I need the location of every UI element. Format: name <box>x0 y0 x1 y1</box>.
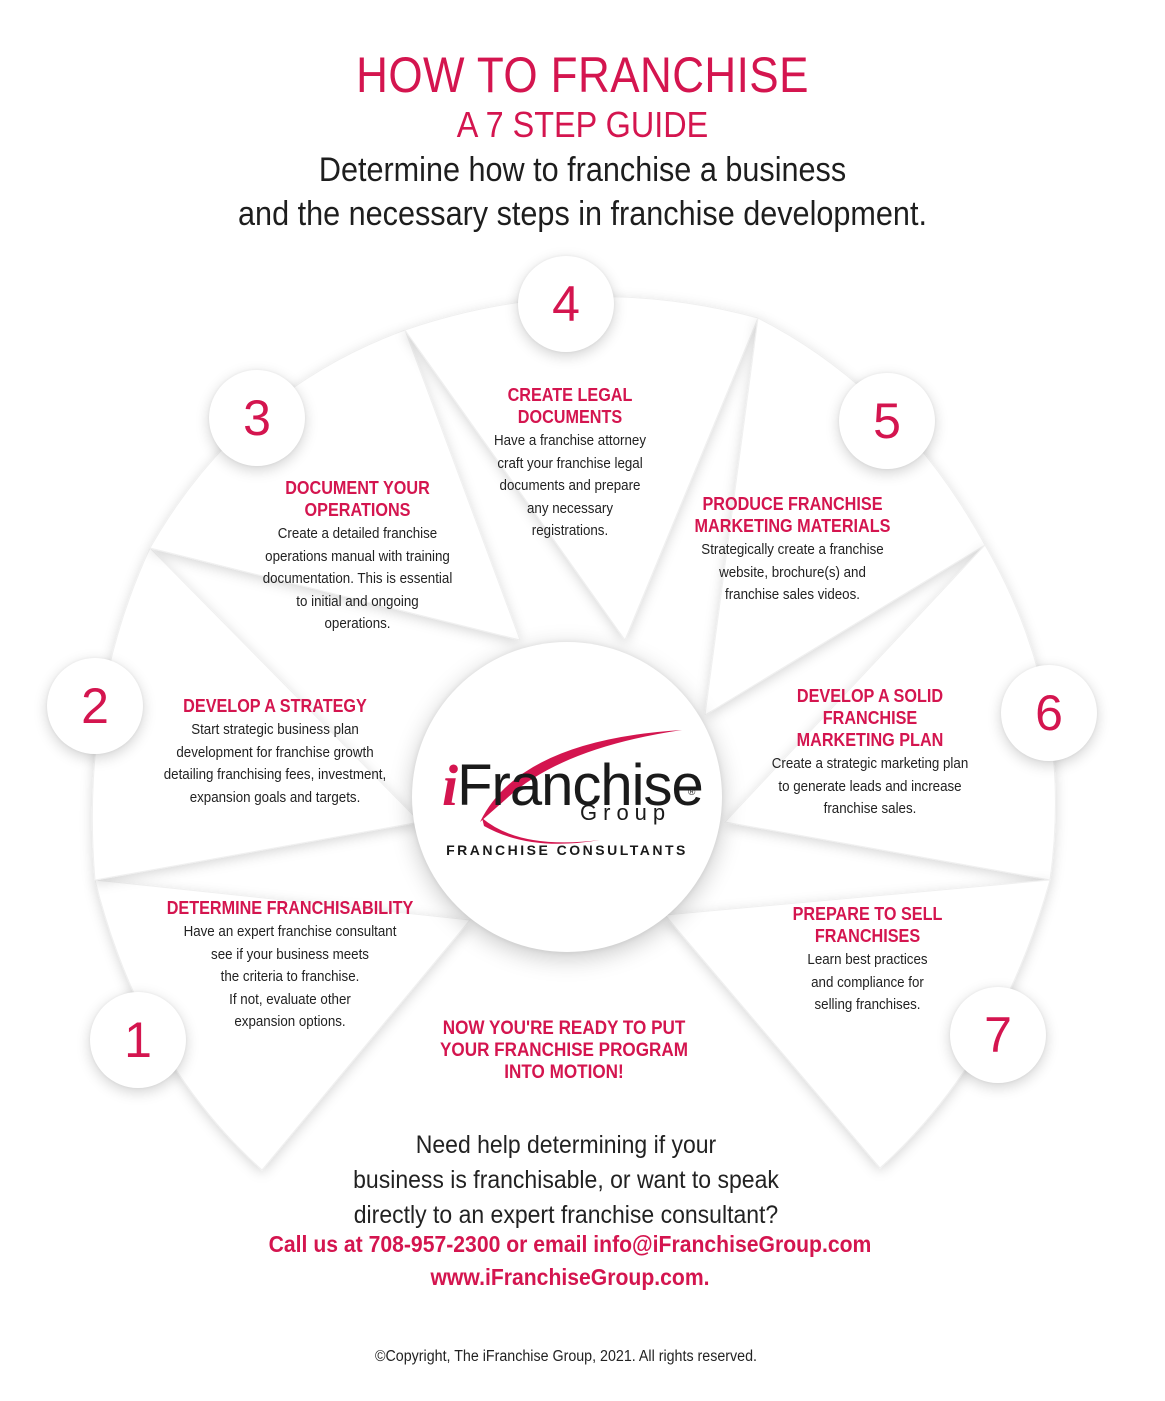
title-line: FRANCHISE <box>822 708 918 728</box>
step-title: PRODUCE FRANCHISE MARKETING MATERIALS <box>682 493 903 537</box>
desc-line: franchise sales videos. <box>725 587 860 603</box>
step-description: Learn best practices and compliance for … <box>764 949 971 1017</box>
step-description: Start strategic business plan developmen… <box>151 719 399 809</box>
title-line: DOCUMENTS <box>517 407 623 427</box>
title-line: FRANCHISES <box>814 926 921 946</box>
step-description: Have an expert franchise consultant see … <box>161 921 419 1034</box>
step-title: DETERMINE FRANCHISABILITY <box>166 898 414 918</box>
title-line: CREATE LEGAL <box>507 385 633 405</box>
help-line: directly to an expert franchise consulta… <box>353 1201 779 1229</box>
title-line: DOCUMENT YOUR <box>285 478 430 498</box>
step-title: CREATE LEGAL DOCUMENTS <box>476 384 665 428</box>
step-number-label: 1 <box>124 1012 152 1068</box>
logo-wordmark: iFranchise <box>442 752 704 819</box>
step-number-6: 6 <box>1001 665 1097 761</box>
desc-line: If not, evaluate other <box>229 991 351 1008</box>
desc-line: and compliance for <box>811 974 924 991</box>
desc-line: selling franchises. <box>814 997 921 1013</box>
step-5-content: PRODUCE FRANCHISE MARKETING MATERIALS St… <box>670 493 915 607</box>
step-description: Create a detailed franchise operations m… <box>245 523 470 636</box>
logo-registered-mark: ® <box>688 787 696 798</box>
cta-motion: NOW YOU'RE READY TO PUT YOUR FRANCHISE P… <box>56 1018 1071 1084</box>
desc-line: Create a strategic marketing plan <box>771 756 969 772</box>
desc-line: Learn best practices <box>807 952 928 968</box>
help-line: Need help determining if your <box>415 1131 717 1159</box>
step-number-7: 7 <box>950 987 1046 1083</box>
step-description: Strategically create a franchise website… <box>680 539 905 607</box>
title-line: DEVELOP A SOLID <box>796 686 944 706</box>
desc-line: to generate leads and increase <box>778 778 962 795</box>
step-description: Create a strategic marketing plan to gen… <box>760 753 981 821</box>
title-line: PRODUCE FRANCHISE <box>702 494 883 514</box>
desc-line: documents and prepare <box>499 478 641 494</box>
step-title: DOCUMENT YOUR OPERATIONS <box>247 477 468 521</box>
step-1-content: DETERMINE FRANCHISABILITY Have an expert… <box>150 897 430 1034</box>
step-number-3: 3 <box>209 370 305 466</box>
intro-line: and the necessary steps in franchise dev… <box>238 195 927 233</box>
desc-line: expansion options. <box>234 1014 346 1030</box>
desc-line: registrations. <box>531 523 609 539</box>
title-line: OPERATIONS <box>304 500 411 520</box>
page-title: HOW TO FRANCHISE <box>356 47 809 103</box>
step-number-label: 6 <box>1035 685 1063 741</box>
step-number-label: 7 <box>984 1007 1012 1063</box>
cta-line: NOW YOU'RE READY TO PUT <box>442 1018 686 1039</box>
step-title: DEVELOP A STRATEGY <box>183 696 367 716</box>
desc-line: franchise sales. <box>823 801 917 817</box>
desc-line: website, brochure(s) and <box>719 564 866 581</box>
help-line: business is franchisable, or want to spe… <box>353 1166 779 1194</box>
page-subtitle: A 7 STEP GUIDE <box>456 104 709 145</box>
step-4-content: CREATE LEGAL DOCUMENTS Have a franchise … <box>465 384 675 543</box>
logo-i: i <box>442 753 458 818</box>
desc-line: Have a franchise attorney <box>493 433 647 449</box>
desc-line: see if your business meets <box>211 946 369 963</box>
desc-line: craft your franchise legal <box>497 455 643 472</box>
step-title: PREPARE TO SELL FRANCHISES <box>766 903 969 947</box>
step-number-label: 4 <box>552 276 580 332</box>
desc-line: Strategically create a franchise <box>701 542 884 558</box>
step-number-label: 3 <box>243 390 271 446</box>
desc-line: Start strategic business plan <box>191 722 359 738</box>
title-line: PREPARE TO SELL <box>792 904 943 924</box>
cta-line: INTO MOTION! <box>504 1062 624 1083</box>
step-number-4: 4 <box>518 256 614 352</box>
cta-line: YOUR FRANCHISE PROGRAM <box>440 1040 688 1061</box>
intro-text: Determine how to franchise a business an… <box>58 148 1107 236</box>
desc-line: operations manual with training <box>265 548 450 565</box>
desc-line: operations. <box>324 616 391 632</box>
desc-line: the criteria to franchise. <box>220 969 360 985</box>
step-3-content: DOCUMENT YOUR OPERATIONS Create a detail… <box>235 477 480 636</box>
desc-line: to initial and ongoing <box>296 593 419 610</box>
title-line: MARKETING PLAN <box>796 730 944 750</box>
contact-link[interactable]: Call us at 708-957-2300 or email info@iF… <box>268 1231 872 1257</box>
website-link[interactable]: www.iFranchiseGroup.com. <box>430 1264 710 1290</box>
desc-line: Have an expert franchise consultant <box>183 924 397 940</box>
logo-group: Group <box>580 800 672 825</box>
copyright: ©Copyright, The iFranchise Group, 2021. … <box>374 1348 757 1365</box>
intro-line: Determine how to franchise a business <box>318 151 847 189</box>
step-6-content: DEVELOP A SOLID FRANCHISE MARKETING PLAN… <box>750 685 990 821</box>
step-title: DEVELOP A SOLID FRANCHISE MARKETING PLAN <box>762 685 978 751</box>
desc-line: detailing franchising fees, investment, <box>163 767 387 783</box>
help-text: Need help determining if your business i… <box>45 1128 1086 1233</box>
desc-line: Create a detailed franchise <box>277 526 438 542</box>
contact-info: Call us at 708-957-2300 or email info@iF… <box>46 1228 1095 1294</box>
step-number-2: 2 <box>47 658 143 754</box>
title-line: MARKETING MATERIALS <box>694 516 891 536</box>
step-number-label: 5 <box>873 393 901 449</box>
desc-line: expansion goals and targets. <box>189 789 361 806</box>
step-description: Have a franchise attorney craft your fra… <box>473 430 666 543</box>
step-2-content: DEVELOP A STRATEGY Start strategic busin… <box>140 695 410 809</box>
step-7-content: PREPARE TO SELL FRANCHISES Learn best pr… <box>755 903 980 1017</box>
logo-name: Franchise <box>457 753 704 818</box>
logo-tagline: FRANCHISE CONSULTANTS <box>446 842 688 858</box>
step-number-5: 5 <box>839 373 935 469</box>
desc-line: development for franchise growth <box>176 744 374 761</box>
step-number-1: 1 <box>90 992 186 1088</box>
step-number-label: 2 <box>81 678 109 734</box>
desc-line: documentation. This is essential <box>262 571 453 587</box>
desc-line: any necessary <box>526 500 614 517</box>
